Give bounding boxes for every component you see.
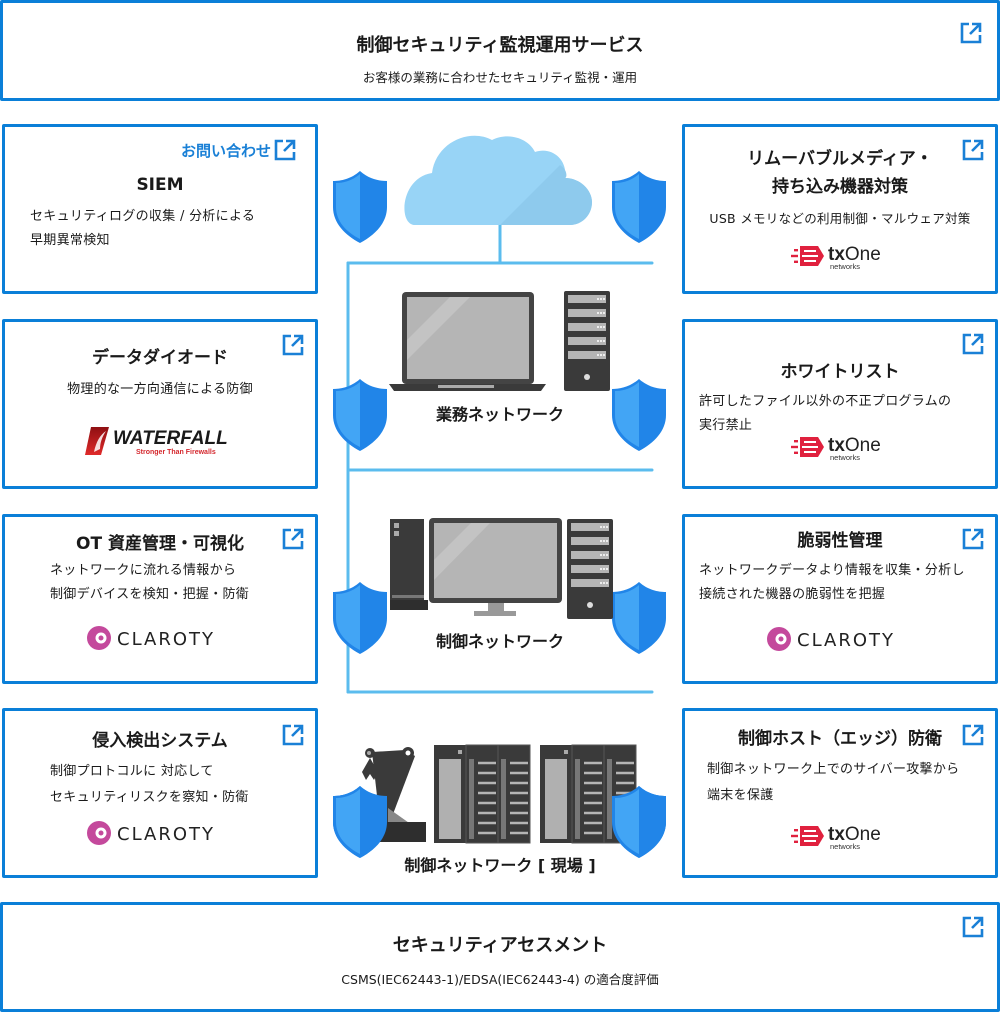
txone-mark-icon xyxy=(791,826,824,846)
waterfall-mark-icon xyxy=(85,427,109,455)
monitor-icon xyxy=(429,518,562,616)
inquiry-link[interactable]: お問い合わせ xyxy=(181,138,297,162)
txone-name-a: tx xyxy=(828,824,845,845)
txone-mark-icon xyxy=(791,437,824,457)
card-title: OT 資産管理・可視化 xyxy=(76,534,244,554)
tower-pc-icon xyxy=(390,519,428,610)
txone-name-a: tx xyxy=(828,244,845,265)
business-network-label: 業務ネットワーク xyxy=(435,405,564,424)
control-network-label: 制御ネットワーク xyxy=(435,632,564,651)
txone-logo: txOne networks xyxy=(685,432,995,462)
shield-icon xyxy=(333,786,387,858)
card-title: データダイオード xyxy=(92,348,228,368)
service-card-edge-host[interactable]: 制御ホスト（エッジ）防衛 制御ネットワーク上でのサイバー攻撃から 端末を保護 t… xyxy=(682,708,998,878)
txone-logo: txOne networks xyxy=(685,821,995,851)
plc-rack-icon xyxy=(433,744,531,844)
svg-text:txOne: txOne xyxy=(828,824,881,845)
service-card-ot-asset[interactable]: OT 資産管理・可視化 ネットワークに流れる情報から 制御デバイスを検知・把握・… xyxy=(2,514,318,684)
txone-logo: txOne networks xyxy=(685,241,995,271)
external-link-icon[interactable] xyxy=(281,723,305,747)
claroty-logo: CLAROTY xyxy=(685,624,995,654)
service-card-ids[interactable]: 侵入検出システム 制御プロトコルに 対応して セキュリティリスクを察知・防衛 C… xyxy=(2,708,318,878)
card-desc-line: 制御ネットワーク上でのサイバー攻撃から xyxy=(707,762,960,777)
card-desc-line: 接続された機器の脆弱性を把握 xyxy=(699,587,886,602)
card-desc-line: ネットワークデータより情報を収集・分析し xyxy=(699,563,965,578)
service-card-removable-media[interactable]: リムーバブルメディア・ 持ち込み機器対策 USB メモリなどの利用制御・マルウェ… xyxy=(682,124,998,294)
waterfall-name: WATERFALL xyxy=(113,428,228,449)
card-subtitle: CSMS(IEC62443-1)/EDSA(IEC62443-4) の適合度評価 xyxy=(341,972,659,987)
card-desc-line: 早期異常検知 xyxy=(30,233,110,248)
svg-text:txOne: txOne xyxy=(828,435,881,456)
card-title: 侵入検出システム xyxy=(92,731,228,751)
card-desc-line: 物理的な一方向通信による防御 xyxy=(67,382,253,397)
service-card-assessment[interactable]: セキュリティアセスメント CSMS(IEC62443-1)/EDSA(IEC62… xyxy=(0,902,1000,1012)
external-link-icon[interactable] xyxy=(961,332,985,356)
field-network-label: 制御ネットワーク [ 現場 ] xyxy=(404,856,596,875)
external-link-icon[interactable] xyxy=(961,527,985,551)
txone-mark-icon xyxy=(791,246,824,266)
external-link-icon[interactable] xyxy=(961,723,985,747)
service-card-siem[interactable]: お問い合わせ SIEM セキュリティログの収集 / 分析による 早期異常検知 xyxy=(2,124,318,294)
claroty-logo: CLAROTY xyxy=(5,623,315,653)
inquiry-label: お問い合わせ xyxy=(180,141,271,160)
external-link-icon[interactable] xyxy=(961,915,985,939)
txone-name-b: One xyxy=(845,244,881,265)
claroty-name: CLAROTY xyxy=(797,630,895,651)
txone-name-b: One xyxy=(845,824,881,845)
claroty-logo: CLAROTY xyxy=(5,818,315,848)
shield-icon xyxy=(612,786,666,858)
service-card-data-diode[interactable]: データダイオード 物理的な一方向通信による防御 WATERFALL Strong… xyxy=(2,319,318,489)
external-link-icon xyxy=(274,139,296,161)
claroty-name: CLAROTY xyxy=(117,629,215,650)
card-title-line: リムーバブルメディア・ xyxy=(747,149,933,169)
laptop-icon xyxy=(389,292,546,391)
service-card-whitelist[interactable]: ホワイトリスト 許可したファイル以外の不正プログラムの 実行禁止 txOne n… xyxy=(682,319,998,489)
card-subtitle: お客様の業務に合わせたセキュリティ監視・運用 xyxy=(362,70,638,85)
card-title-line: 持ち込み機器対策 xyxy=(772,177,908,197)
card-title: SIEM xyxy=(136,175,184,195)
waterfall-tagline: Stronger Than Firewalls xyxy=(136,449,216,456)
claroty-name: CLAROTY xyxy=(117,824,215,845)
card-desc-line: 制御デバイスを検知・把握・防衛 xyxy=(50,587,250,602)
txone-name-a: tx xyxy=(828,435,845,456)
service-card-monitoring[interactable]: 制御セキュリティ監視運用サービス お客様の業務に合わせたセキュリティ監視・運用 xyxy=(0,0,1000,101)
shield-icon xyxy=(333,786,387,858)
robot-arm-icon xyxy=(362,747,426,842)
external-link-icon[interactable] xyxy=(959,21,983,45)
txone-sub: networks xyxy=(830,842,860,851)
shield-icon xyxy=(612,171,666,243)
external-link-icon[interactable] xyxy=(281,527,305,551)
card-desc-line: USB メモリなどの利用制御・マルウェア対策 xyxy=(709,211,971,226)
card-desc-line: セキュリティログの収集 / 分析による xyxy=(30,209,256,224)
card-desc-line: セキュリティリスクを察知・防衛 xyxy=(50,790,249,805)
card-title-line: ホワイトリスト xyxy=(780,362,900,382)
external-link-icon[interactable] xyxy=(961,138,985,162)
card-title-line: 制御ホスト（エッジ）防衛 xyxy=(738,729,942,749)
external-link-icon[interactable] xyxy=(281,333,305,357)
server-icon xyxy=(564,291,610,391)
txone-name-b: One xyxy=(845,435,881,456)
shield-icon xyxy=(612,786,666,858)
card-title: 制御セキュリティ監視運用サービス xyxy=(356,35,644,56)
server-icon xyxy=(567,519,613,619)
txone-sub: networks xyxy=(830,453,860,462)
service-card-vulnerability[interactable]: 脆弱性管理 ネットワークデータより情報を収集・分析し 接続された機器の脆弱性を把… xyxy=(682,514,998,684)
card-desc-line: 実行禁止 xyxy=(699,418,753,433)
shield-icon xyxy=(333,171,387,243)
card-desc-line: ネットワークに流れる情報から xyxy=(50,563,237,578)
plc-rack-icon xyxy=(539,744,637,844)
card-desc-line: 制御プロトコルに 対応して xyxy=(50,764,214,779)
card-title-line: 脆弱性管理 xyxy=(797,531,883,551)
cloud-icon xyxy=(404,135,592,225)
txone-sub: networks xyxy=(830,262,860,271)
card-desc-line: 端末を保護 xyxy=(707,788,774,803)
svg-text:txOne: txOne xyxy=(828,244,881,265)
waterfall-logo: WATERFALL Stronger Than Firewalls xyxy=(5,424,315,458)
card-title: セキュリティアセスメント xyxy=(392,935,608,956)
card-desc-line: 許可したファイル以外の不正プログラムの xyxy=(699,394,952,409)
